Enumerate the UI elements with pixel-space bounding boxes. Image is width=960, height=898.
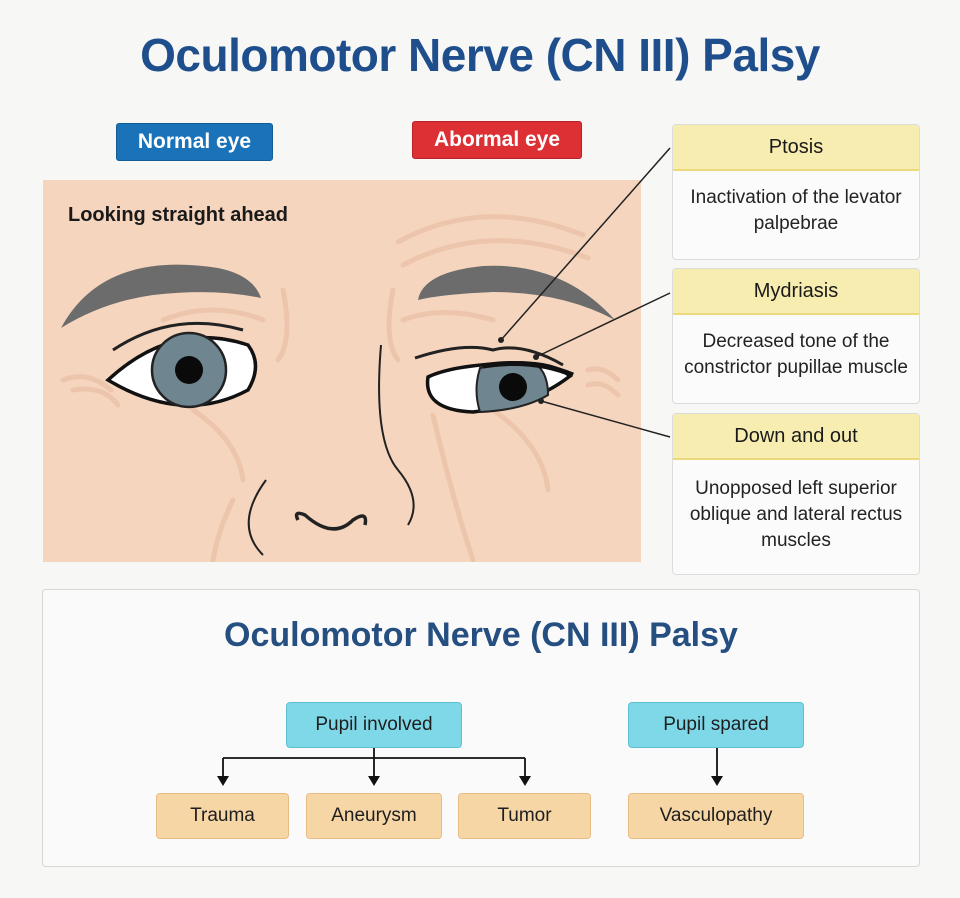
callout-description: Unopposed left superior oblique and late… bbox=[689, 478, 903, 551]
pupil-involved-node: Pupil involved bbox=[286, 702, 462, 748]
callout-description: Inactivation of the levator palpebrae bbox=[690, 187, 902, 234]
callout-title: Mydriasis bbox=[673, 269, 919, 315]
callout-title: Ptosis bbox=[673, 125, 919, 171]
callout-ptosis: Ptosis Inactivation of the levator palpe… bbox=[672, 124, 920, 260]
flowchart-title: Oculomotor Nerve (CN III) Palsy bbox=[224, 616, 738, 654]
pupil-spared-node: Pupil spared bbox=[628, 702, 804, 748]
right-eyebrow bbox=[418, 265, 615, 320]
vasculopathy-node: Vasculopathy bbox=[628, 793, 804, 839]
flowchart-arrows bbox=[217, 748, 723, 786]
flowchart-panel: Oculomotor Nerve (CN III) Palsy Pupil in… bbox=[42, 589, 920, 867]
callout-down-and-out: Down and out Unopposed left superior obl… bbox=[672, 413, 920, 575]
callout-mydriasis: Mydriasis Decreased tone of the constric… bbox=[672, 268, 920, 404]
left-eyebrow bbox=[61, 264, 261, 328]
aneurysm-node: Aneurysm bbox=[306, 793, 442, 839]
normal-eye-tag: Normal eye bbox=[116, 123, 273, 161]
callout-description: Decreased tone of the constrictor pupill… bbox=[684, 331, 908, 378]
page-title: Oculomotor Nerve (CN III) Palsy bbox=[140, 29, 820, 81]
face-illustration: Looking straight ahead bbox=[43, 180, 641, 562]
view-label: Looking straight ahead bbox=[68, 204, 289, 226]
abnormal-eye-tag: Abormal eye bbox=[412, 121, 582, 159]
tumor-node: Tumor bbox=[458, 793, 591, 839]
callout-title: Down and out bbox=[673, 414, 919, 460]
trauma-node: Trauma bbox=[156, 793, 289, 839]
face-drawing bbox=[60, 214, 621, 562]
